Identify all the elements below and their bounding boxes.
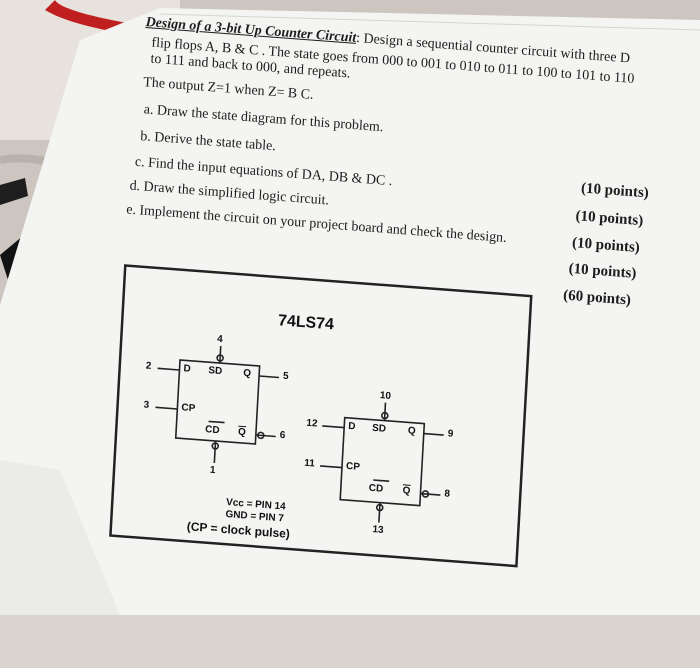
ff2-pin-cp: 11 (303, 457, 316, 470)
ff1-pin-q: 5 (282, 370, 289, 383)
ff2-label-cp: CP (345, 460, 361, 473)
ff2-label-cd: CD (368, 482, 384, 495)
ff1-label-qbar: Q (237, 426, 247, 439)
ff1-pin-cp: 3 (143, 399, 150, 411)
ff1-label-d: D (183, 363, 192, 375)
ff2-pin-cd: 13 (372, 524, 384, 536)
ff1-label-cp: CP (181, 402, 196, 415)
ff1-label-sd: SD (208, 365, 223, 378)
ff2-label-qbar: Q (402, 485, 411, 497)
ff1-pin-qbar: 6 (279, 429, 286, 442)
ff1-pin-cd: 1 (209, 464, 216, 477)
ff1-label-cd: CD (204, 424, 220, 437)
ff1-pin-d: 2 (145, 360, 152, 372)
ff1-pin-sd: 4 (216, 333, 223, 346)
diagram-frame (109, 264, 533, 568)
ff2-label-d: D (347, 420, 356, 433)
ff2-label-q: Q (407, 425, 416, 437)
ff2-pin-sd: 10 (379, 390, 392, 402)
ff1-label-q: Q (242, 367, 252, 380)
ff2-pin-d: 12 (306, 417, 318, 430)
ff2-pin-q: 9 (447, 428, 454, 440)
paper-sheet (0, 8, 700, 615)
ff2-pin-qbar: 8 (444, 488, 451, 500)
ff2-label-sd: SD (371, 422, 387, 435)
